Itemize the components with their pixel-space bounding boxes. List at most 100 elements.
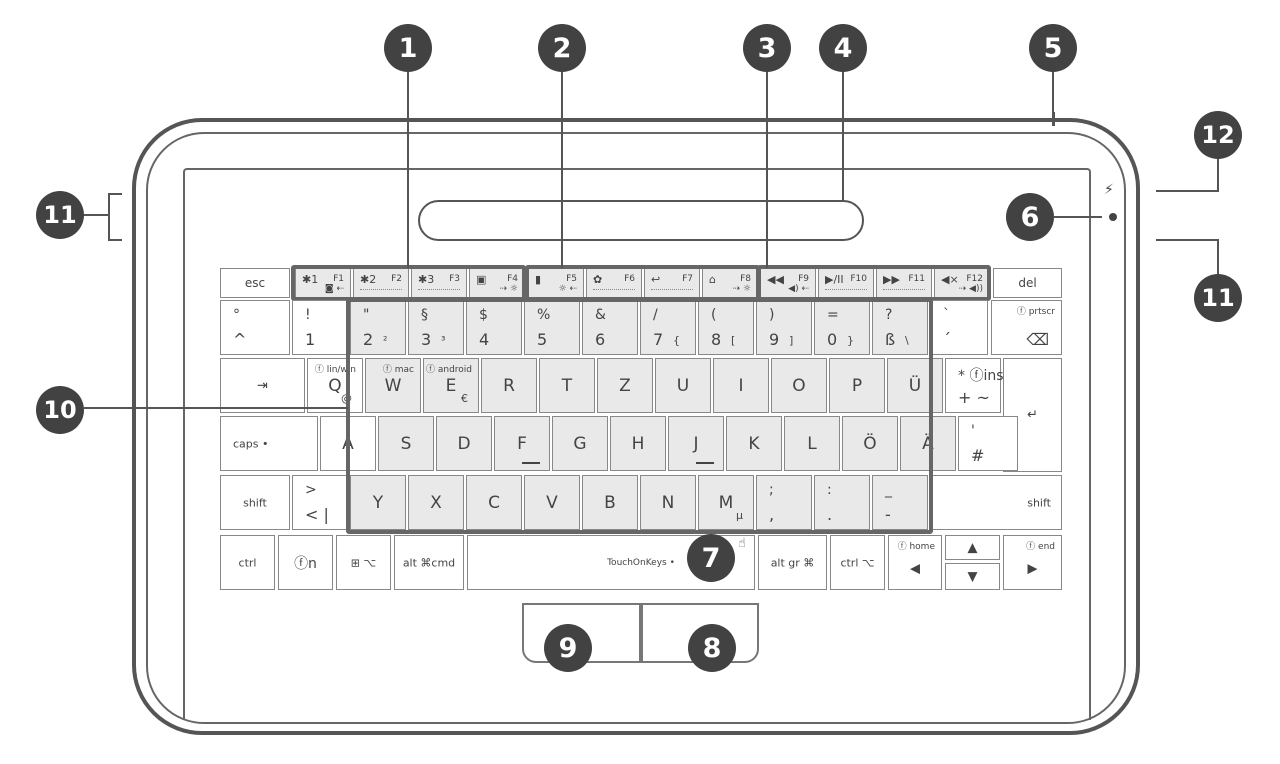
key[interactable]: caps •	[220, 416, 318, 471]
home-left-arrow-key[interactable]: ◀ⓕ home	[888, 535, 942, 590]
function-key-f4[interactable]: ▣F4⇢ ☼	[469, 268, 525, 298]
key[interactable]: Ä	[900, 416, 956, 471]
key[interactable]: ⇥	[220, 358, 305, 413]
key-label: E	[445, 375, 457, 396]
key[interactable]: &6	[582, 300, 638, 355]
key-fn-label: ⓕ end	[1026, 542, 1055, 552]
key[interactable]: Ö	[842, 416, 898, 471]
key[interactable]: H	[610, 416, 666, 471]
key-base-label: 5	[537, 330, 548, 349]
key-label: K	[748, 433, 760, 454]
key[interactable]: Y	[350, 475, 406, 530]
leader-line	[842, 72, 844, 200]
key[interactable]: U	[655, 358, 711, 413]
key-label: Ö	[863, 433, 877, 454]
key[interactable]: F	[494, 416, 550, 471]
key-shift-label: ?	[885, 307, 893, 323]
key[interactable]: I	[713, 358, 769, 413]
key-base-label: < |	[305, 505, 329, 524]
key[interactable]: K	[726, 416, 782, 471]
key[interactable]: `´	[930, 300, 988, 355]
key[interactable]: C	[466, 475, 522, 530]
key[interactable]: ;,	[756, 475, 812, 530]
key-shift-label: ;	[769, 482, 774, 498]
alt-cmd-key[interactable]: alt ⌘cmd	[394, 535, 464, 590]
key[interactable]: R	[481, 358, 537, 413]
status-led	[1109, 213, 1117, 221]
key[interactable]: X	[408, 475, 464, 530]
callout-1: 1	[384, 24, 432, 72]
function-key-icon: ▣	[476, 273, 487, 286]
function-key-f5[interactable]: ▮F5☼ ⇠	[528, 268, 584, 298]
key[interactable]: V	[524, 475, 580, 530]
shift-key[interactable]: shift	[220, 475, 290, 530]
alt-gr-key[interactable]: alt gr ⌘	[758, 535, 827, 590]
key[interactable]: Q@ⓕ lin/win	[307, 358, 363, 413]
key[interactable]: !1	[292, 300, 348, 355]
key[interactable]: N	[640, 475, 696, 530]
key[interactable]: %5	[524, 300, 580, 355]
key[interactable]: T	[539, 358, 595, 413]
key[interactable]: _-	[872, 475, 928, 530]
key-base-label: 1	[305, 330, 316, 349]
shift-key[interactable]: shift	[930, 475, 1062, 530]
down-arrow-key[interactable]: ▼	[945, 563, 1000, 590]
key[interactable]: B	[582, 475, 638, 530]
key[interactable]: * ⓕins+ ~	[945, 358, 1004, 413]
function-key-icon: ▶/II	[825, 273, 844, 286]
win-option-key[interactable]: ⊞ ⌥	[336, 535, 391, 590]
key[interactable]: )9]	[756, 300, 812, 355]
key-label: alt ⌘cmd	[402, 556, 456, 569]
key-altgr-label: ³	[441, 334, 446, 347]
function-key-label: F10	[850, 274, 867, 284]
function-key-f7[interactable]: ↩F7	[644, 268, 700, 298]
key[interactable]: G	[552, 416, 608, 471]
key[interactable]: E€ⓕ android	[423, 358, 479, 413]
key[interactable]: ?ß\	[872, 300, 928, 355]
key[interactable]: O	[771, 358, 827, 413]
key-shift-label: )	[769, 307, 775, 323]
del-key[interactable]: del	[993, 268, 1062, 298]
esc-key[interactable]: esc	[220, 268, 290, 298]
key[interactable]: S	[378, 416, 434, 471]
key[interactable]: $4	[466, 300, 522, 355]
key[interactable]: ⌫ⓕ prtscr	[991, 300, 1062, 355]
function-key-f8[interactable]: ⌂F8⇢ ☼	[702, 268, 758, 298]
fn-key[interactable]: ⓕn	[278, 535, 333, 590]
key[interactable]: D	[436, 416, 492, 471]
leader-line	[561, 72, 563, 268]
ctrl-key[interactable]: ctrl	[220, 535, 275, 590]
up-arrow-key[interactable]: ▲	[945, 535, 1000, 560]
key[interactable]: /7{	[640, 300, 696, 355]
end-right-arrow-key[interactable]: ▶ⓕ end	[1003, 535, 1062, 590]
function-key-f9[interactable]: ◀◀F9◀) ⇠	[760, 268, 816, 298]
key[interactable]: P	[829, 358, 885, 413]
key[interactable]: (8[	[698, 300, 754, 355]
key[interactable]: °^	[220, 300, 290, 355]
key[interactable]: >< |	[292, 475, 348, 530]
key[interactable]: Ü	[887, 358, 943, 413]
function-key-f12[interactable]: ◀×F12⇢ ◀))	[934, 268, 990, 298]
function-key-f6[interactable]: ✿F6	[586, 268, 642, 298]
key-label: J	[693, 433, 699, 454]
function-key-f10[interactable]: ▶/II F10	[818, 268, 874, 298]
key-label: caps •	[233, 437, 269, 450]
key[interactable]: :.	[814, 475, 870, 530]
key-shift-label: (	[711, 307, 717, 323]
key[interactable]: A	[320, 416, 376, 471]
function-key-f11[interactable]: ▶▶F11	[876, 268, 932, 298]
key[interactable]: L	[784, 416, 840, 471]
key-shift-label: $	[479, 307, 488, 323]
key[interactable]: '#	[958, 416, 1018, 471]
key[interactable]: =0}	[814, 300, 870, 355]
key[interactable]: J	[668, 416, 724, 471]
key[interactable]: Z	[597, 358, 653, 413]
ctrl-option-key[interactable]: ctrl ⌥	[830, 535, 885, 590]
